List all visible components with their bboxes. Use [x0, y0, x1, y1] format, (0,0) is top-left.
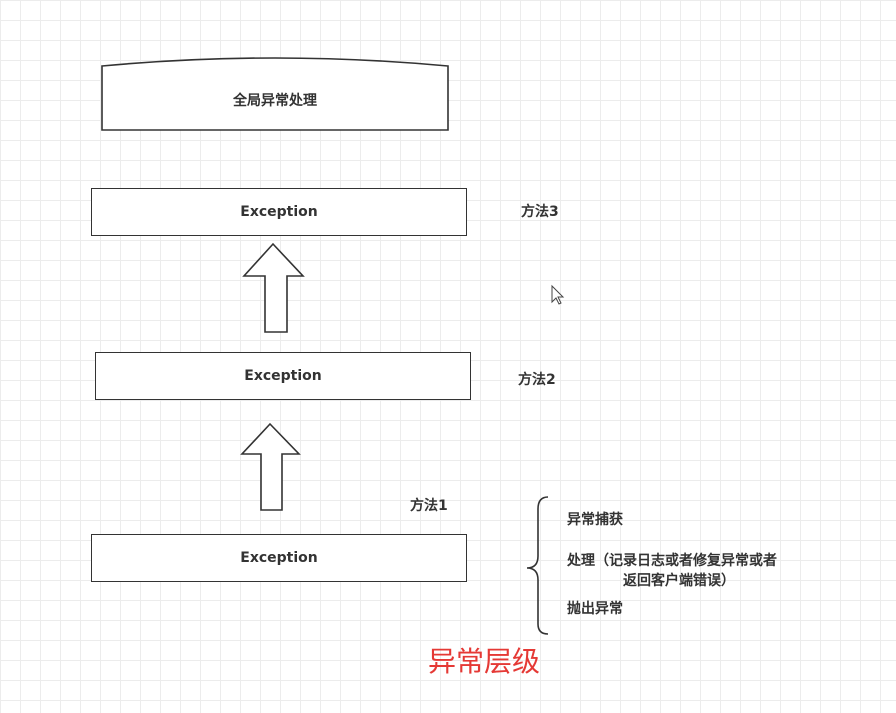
exception-label: Exception	[240, 550, 318, 566]
up-arrow-icon	[240, 422, 301, 511]
exception-label: Exception	[240, 204, 318, 220]
mouse-cursor-icon	[551, 284, 565, 305]
method-label-1: 方法1	[410, 498, 448, 514]
exception-box-method1: Exception	[91, 534, 467, 582]
diagram-caption: 异常层级	[428, 645, 541, 678]
note-handle-line1: 处理（记录日志或者修复异常或者	[567, 553, 777, 569]
note-catch: 异常捕获	[567, 512, 623, 528]
note-throw: 抛出异常	[567, 601, 623, 617]
note-handle-line2: 返回客户端错误）	[623, 573, 735, 589]
method-label-3: 方法3	[521, 204, 559, 220]
global-handler-shape	[101, 57, 449, 131]
exception-label: Exception	[244, 368, 322, 384]
exception-box-method3: Exception	[91, 188, 467, 236]
curly-brace-icon	[526, 496, 549, 635]
method-label-2: 方法2	[518, 372, 556, 388]
global-handler-label: 全局异常处理	[233, 93, 317, 109]
up-arrow-icon	[242, 242, 305, 333]
exception-box-method2: Exception	[95, 352, 471, 400]
